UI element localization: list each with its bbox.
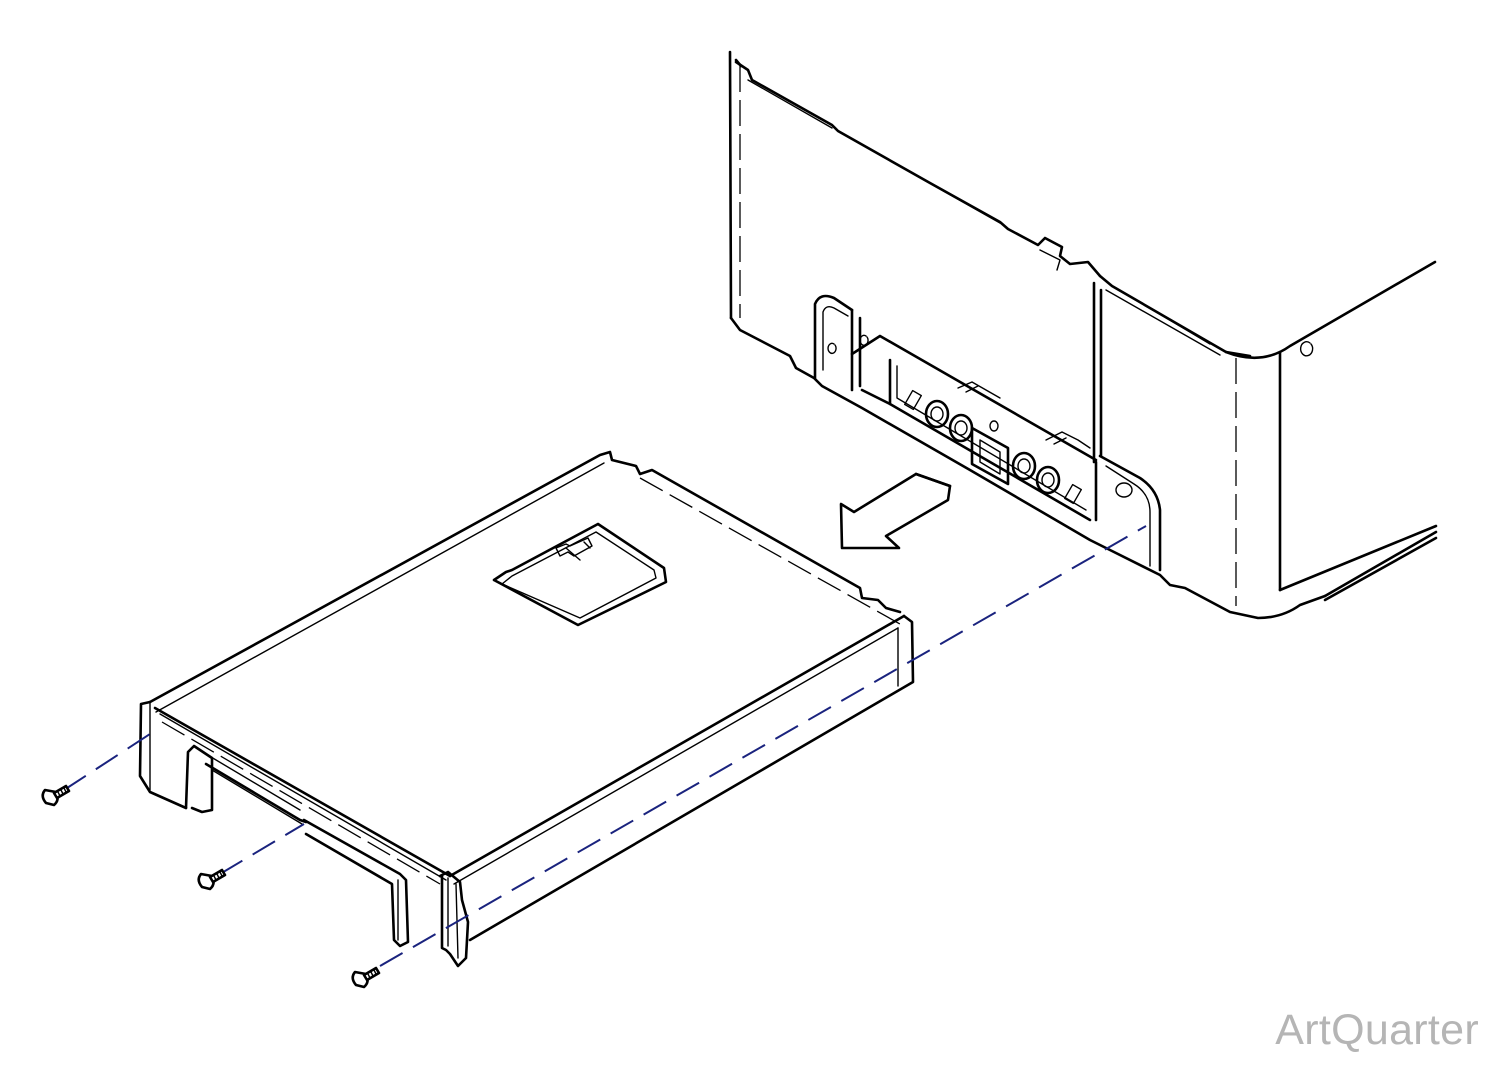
direction-arrow-icon bbox=[839, 472, 952, 550]
tray-assembly bbox=[138, 450, 915, 968]
screw-icon bbox=[197, 868, 227, 891]
watermark-text: ArtQuarter bbox=[1275, 1006, 1479, 1054]
printer-chassis bbox=[728, 50, 1438, 620]
screw-icon bbox=[351, 966, 381, 989]
assembly-guide-lines bbox=[63, 525, 1147, 967]
guide-line-lower bbox=[379, 525, 1147, 967]
guide-line-upper bbox=[63, 733, 151, 791]
guide-line-middle bbox=[219, 823, 305, 875]
screw-icon bbox=[41, 784, 71, 807]
